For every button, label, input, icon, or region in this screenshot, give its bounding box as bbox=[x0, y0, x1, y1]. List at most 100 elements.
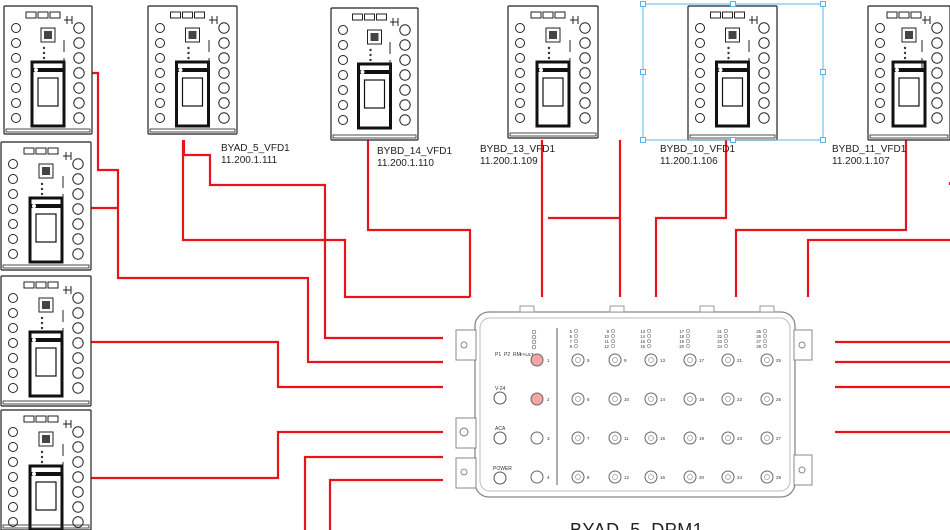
vfd-bybd-10[interactable] bbox=[687, 5, 778, 141]
resize-handle[interactable] bbox=[640, 69, 646, 75]
port-number: 24 bbox=[737, 475, 743, 480]
connector-pin-icon bbox=[764, 357, 770, 363]
resize-handle[interactable] bbox=[820, 137, 826, 143]
terminal-icon bbox=[155, 98, 165, 108]
network-cable[interactable] bbox=[88, 430, 443, 480]
connector-icon[interactable] bbox=[644, 392, 658, 406]
vfd-bybd-11[interactable] bbox=[867, 5, 950, 141]
connector-icon[interactable] bbox=[644, 470, 658, 484]
base-rail bbox=[2, 524, 90, 529]
vfd-bybd-14[interactable] bbox=[330, 7, 419, 141]
connector-pin-icon bbox=[725, 396, 731, 402]
connector-icon[interactable] bbox=[530, 392, 544, 406]
vfd-label-byad-5[interactable]: BYAD_5_VFD1 11.200.1.111 bbox=[221, 143, 290, 167]
network-cable[interactable] bbox=[366, 140, 472, 297]
connector-icon[interactable] bbox=[608, 353, 622, 367]
terminal-icon bbox=[695, 23, 705, 33]
network-cable[interactable] bbox=[181, 140, 470, 299]
vfd-byad-5[interactable] bbox=[147, 5, 238, 135]
connector-pin-icon bbox=[725, 435, 731, 441]
mount-hole-icon bbox=[460, 341, 468, 349]
network-cable[interactable] bbox=[734, 140, 908, 297]
connector-icon[interactable] bbox=[683, 353, 697, 367]
device-ip: 11.200.1.107 bbox=[832, 156, 890, 167]
ground-screw-icon bbox=[459, 427, 469, 437]
vfd-left-2[interactable] bbox=[0, 141, 92, 271]
mount-ear bbox=[793, 329, 813, 361]
selection-box[interactable] bbox=[640, 1, 826, 143]
connector-icon[interactable] bbox=[683, 392, 697, 406]
led-icon bbox=[647, 339, 651, 343]
resize-handle[interactable] bbox=[820, 1, 826, 7]
vfd-left-1[interactable] bbox=[3, 5, 93, 135]
network-cable[interactable] bbox=[303, 455, 443, 530]
connector-icon[interactable] bbox=[608, 392, 622, 406]
vfd-left-4[interactable] bbox=[0, 409, 92, 530]
resize-handle[interactable] bbox=[820, 69, 826, 75]
connector-icon[interactable] bbox=[571, 392, 585, 406]
connector-icon[interactable] bbox=[683, 431, 697, 445]
connector-icon[interactable] bbox=[760, 392, 774, 406]
resize-handle[interactable] bbox=[730, 1, 736, 7]
dpm-title[interactable]: BYAD_5_DPM1 bbox=[570, 520, 704, 530]
connector-icon[interactable] bbox=[721, 470, 735, 484]
vfd-label-bybd-11[interactable]: BYBD_11_VFD1 11.200.1.107 bbox=[832, 144, 906, 168]
connector-icon[interactable] bbox=[760, 353, 774, 367]
connector-pin-icon bbox=[648, 396, 654, 402]
led-icon bbox=[763, 344, 767, 348]
terminal-icon bbox=[695, 68, 705, 78]
connector-icon[interactable] bbox=[721, 392, 735, 406]
network-cable[interactable] bbox=[654, 140, 728, 297]
connector-icon[interactable] bbox=[644, 431, 658, 445]
connector-icon[interactable] bbox=[760, 470, 774, 484]
vfd-label-bybd-13[interactable]: BYBD_13_VFD1 11.200.1.109 bbox=[480, 144, 555, 168]
port-icon bbox=[758, 37, 770, 49]
vfd-left-3[interactable] bbox=[0, 275, 92, 407]
resize-handle[interactable] bbox=[730, 137, 736, 143]
connector-icon[interactable] bbox=[608, 470, 622, 484]
resize-handle[interactable] bbox=[640, 137, 646, 143]
connector-icon[interactable] bbox=[571, 431, 585, 445]
connector-icon[interactable] bbox=[530, 470, 544, 484]
port-number: 8 bbox=[587, 475, 590, 480]
led-icon bbox=[531, 329, 537, 335]
network-cable[interactable] bbox=[328, 478, 443, 530]
led-icon bbox=[187, 51, 190, 55]
led-icon bbox=[40, 460, 44, 464]
led-icon bbox=[724, 329, 728, 333]
led-icon bbox=[647, 329, 651, 333]
connector-icon[interactable] bbox=[644, 353, 658, 367]
terminal-icon bbox=[515, 23, 525, 33]
connector-icon[interactable] bbox=[683, 470, 697, 484]
led-icon bbox=[40, 182, 44, 186]
port-icon bbox=[399, 39, 411, 51]
network-cable[interactable] bbox=[88, 71, 443, 364]
connector-tab-icon bbox=[886, 11, 898, 19]
cable-gland bbox=[759, 305, 775, 313]
logo-icon bbox=[32, 204, 36, 208]
port-icon bbox=[758, 67, 770, 79]
connector-icon[interactable] bbox=[571, 353, 585, 367]
vfd-label-bybd-10[interactable]: BYBD_10_VFD1 11.200.1.106 bbox=[660, 144, 735, 168]
led-icon bbox=[611, 334, 615, 338]
status-led-number: 24 bbox=[717, 344, 722, 349]
connector-icon[interactable] bbox=[760, 431, 774, 445]
terminal-icon bbox=[8, 323, 18, 333]
connector-icon[interactable] bbox=[721, 431, 735, 445]
vfd-label-bybd-14[interactable]: BYBD_14_VFD1 11.200.1.110 bbox=[377, 146, 452, 170]
network-cable[interactable] bbox=[88, 340, 443, 389]
connector-pin-icon bbox=[575, 474, 581, 480]
connector-icon[interactable] bbox=[530, 353, 544, 367]
device-ip: 11.200.1.106 bbox=[660, 156, 718, 167]
vfd-bybd-13[interactable] bbox=[507, 5, 599, 139]
connector-icon[interactable] bbox=[721, 353, 735, 367]
network-cable[interactable] bbox=[806, 238, 950, 297]
drive-band bbox=[358, 70, 391, 74]
resize-handle[interactable] bbox=[640, 1, 646, 7]
connector-icon[interactable] bbox=[608, 431, 622, 445]
connector-icon[interactable] bbox=[571, 470, 585, 484]
connector-icon[interactable] bbox=[530, 431, 544, 445]
drive-band bbox=[176, 68, 209, 72]
